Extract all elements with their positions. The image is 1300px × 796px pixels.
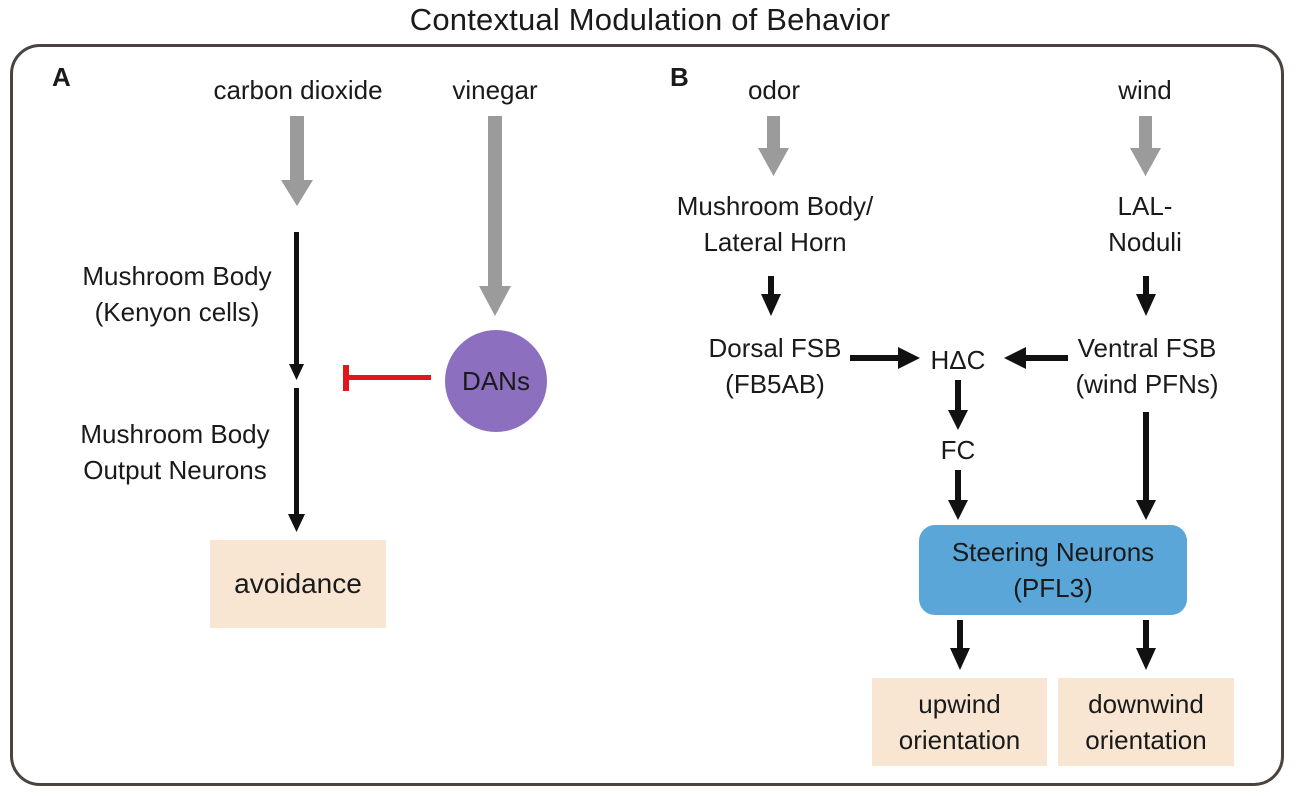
stimulus-odor: odor	[747, 75, 801, 105]
arrow-output-to-avoidance	[288, 388, 305, 532]
node-lal-noduli: LAL- Noduli	[1108, 191, 1182, 257]
arrow-dorsal-to-hdc	[850, 347, 920, 369]
arrow-steering-to-downwind	[1136, 620, 1156, 670]
panel-b-label: B	[670, 62, 689, 92]
stimulus-arrow-vinegar	[479, 116, 511, 316]
arrow-fc-to-steering	[948, 470, 968, 520]
arrow-hdc-to-fc	[948, 380, 968, 430]
arrow-ventral-to-hdc	[1004, 347, 1068, 369]
node-fc: FC	[940, 435, 976, 465]
arrow-kenyon-to-junction	[289, 232, 304, 380]
figure-title: Contextual Modulation of Behavior	[409, 2, 891, 37]
node-dorsal-fsb: Dorsal FSB (FB5AB)	[708, 333, 842, 399]
inhibition-line	[343, 365, 431, 391]
arrow-lal-to-ventral	[1136, 276, 1156, 316]
arrow-mb-to-dorsal	[761, 276, 781, 316]
stimulus-arrow-odor	[758, 116, 789, 176]
dans-node: DANs	[445, 330, 547, 432]
node-hdc: HΔC	[930, 345, 986, 375]
panel-a-label: A	[52, 62, 71, 92]
steering-neurons-node: Steering Neurons (PFL3)	[919, 525, 1187, 615]
arrow-steering-to-upwind	[950, 620, 970, 670]
outcome-upwind: upwind orientation	[872, 678, 1047, 766]
node-mushroom-body-kenyon: Mushroom Body (Kenyon cells)	[82, 261, 272, 327]
arrow-ventral-to-steering	[1136, 412, 1156, 520]
node-mushroom-body-lateral-horn: Mushroom Body/ Lateral Horn	[676, 191, 874, 257]
dans-label: DANs	[462, 365, 530, 396]
outcome-avoidance: avoidance	[210, 540, 386, 628]
stimulus-arrow-co2	[281, 116, 313, 206]
stimulus-carbon-dioxide: carbon dioxide	[213, 75, 383, 105]
stimulus-arrow-wind	[1130, 116, 1161, 176]
stimulus-vinegar: vinegar	[452, 75, 538, 105]
stimulus-wind: wind	[1118, 75, 1172, 105]
outcome-downwind: downwind orientation	[1058, 678, 1234, 766]
figure-frame	[10, 44, 1284, 786]
node-mushroom-body-output: Mushroom Body Output Neurons	[80, 419, 270, 485]
node-ventral-fsb: Ventral FSB (wind PFNs)	[1075, 333, 1219, 399]
